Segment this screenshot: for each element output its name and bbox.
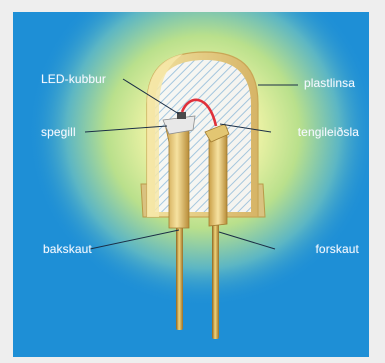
anode-post: [209, 128, 227, 226]
led-illustration: [13, 12, 369, 357]
label-plastic-lens: plastlinsa: [304, 76, 355, 90]
label-mirror: spegill: [41, 125, 76, 139]
led-diagram: LED-kubbur spegill plastlinsa tengileiðs…: [13, 12, 369, 357]
anode-lead: [212, 212, 219, 339]
label-wire-bond: tengileiðsla: [298, 125, 359, 139]
label-anode: forskaut: [316, 242, 360, 256]
cathode-post: [165, 122, 189, 228]
label-led-chip: LED-kubbur: [41, 72, 106, 86]
label-cathode: bakskaut: [43, 242, 92, 256]
cathode-lead: [176, 212, 183, 330]
